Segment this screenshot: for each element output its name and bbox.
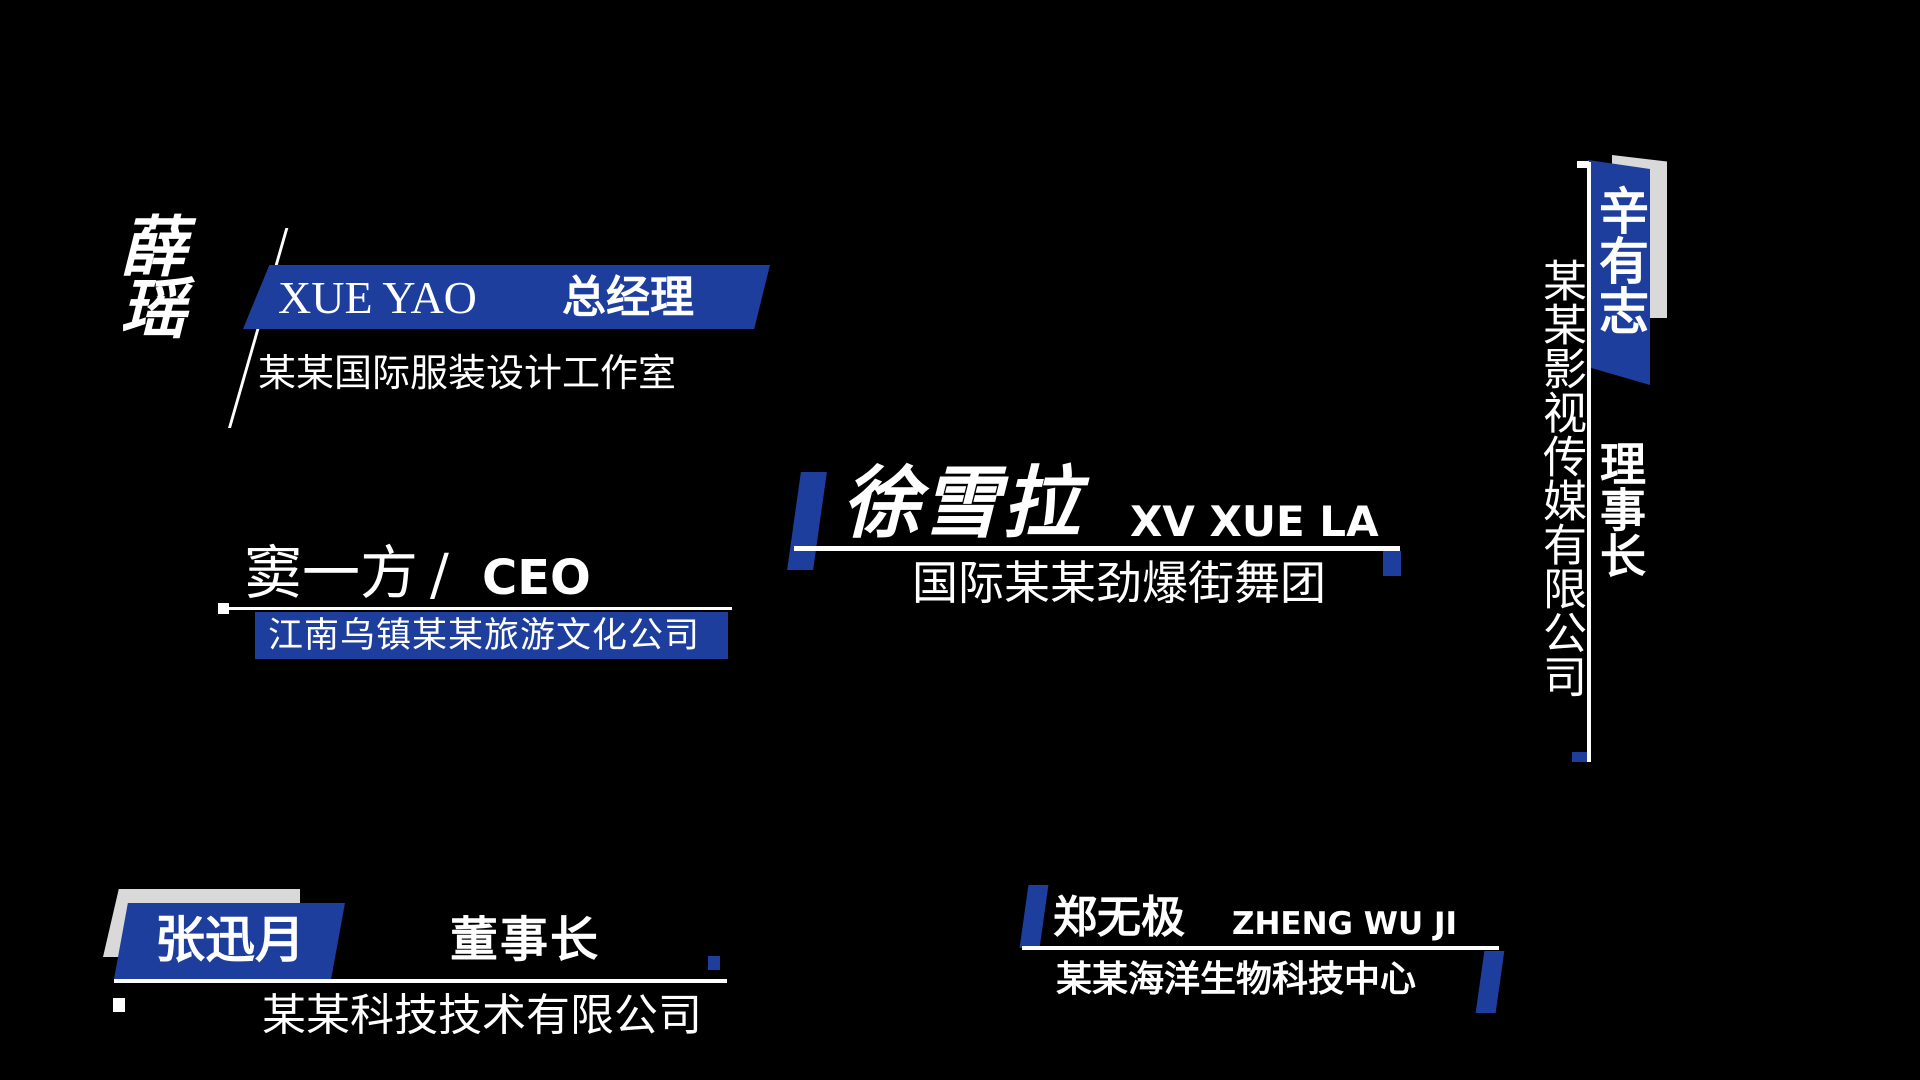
org-xin-you-zhi: 某某影视传媒有限公司 [1535,258,1586,698]
tick-marker [1577,161,1589,168]
org-xue-yao: 某某国际服装设计工作室 [258,351,677,395]
accent-bar-left [787,472,827,570]
accent-box-right [1383,551,1401,576]
underline [224,607,732,610]
square-marker [113,998,125,1012]
underline [114,979,727,983]
pinyin-xue-yao: XUE YAO [278,272,477,323]
accent-bar-right [1475,951,1505,1013]
org-zheng-wu-ji: 某某海洋生物科技中心 [1056,959,1417,1000]
pinyin-zheng-wu-ji: ZHENG WU JI [1232,906,1458,942]
name-dou-yi-fang: 窦一方 [244,539,419,607]
separator: / [430,543,449,608]
name-xv-xue-la: 徐雪拉 [842,458,1083,549]
bottom-marker [1572,752,1587,762]
accent-bar-left [1019,885,1049,948]
title-xue-yao: 总经理 [562,272,694,323]
org-band [255,612,728,659]
vertical-line [1587,162,1591,762]
name-xin-you-zhi: 辛有志 [1591,185,1650,335]
title-zhang-xun-yue: 董事长 [450,912,601,968]
title-ceo: CEO [482,550,591,606]
name-panel [1588,160,1650,385]
org-dou-yi-fang: 江南乌镇某某旅游文化公司 [268,616,701,656]
pinyin-xv-xue-la: XV XUE LA [1130,497,1379,546]
org-zhang-xun-yue: 某某科技技术有限公司 [262,990,702,1041]
underline [1022,946,1499,950]
title-xin-you-zhi: 理事长 [1593,440,1647,578]
name-xue-yao: 薛瑶 [109,212,187,336]
underline [794,546,1400,551]
name-zheng-wu-ji: 郑无极 [1053,892,1185,943]
name-zhang-xun-yue: 张迅月 [155,910,305,969]
accent-square [708,956,720,970]
square-marker [218,603,229,614]
title-band [243,265,770,329]
org-xv-xue-la: 国际某某劲爆街舞团 [912,556,1326,610]
name-panel [114,903,345,979]
